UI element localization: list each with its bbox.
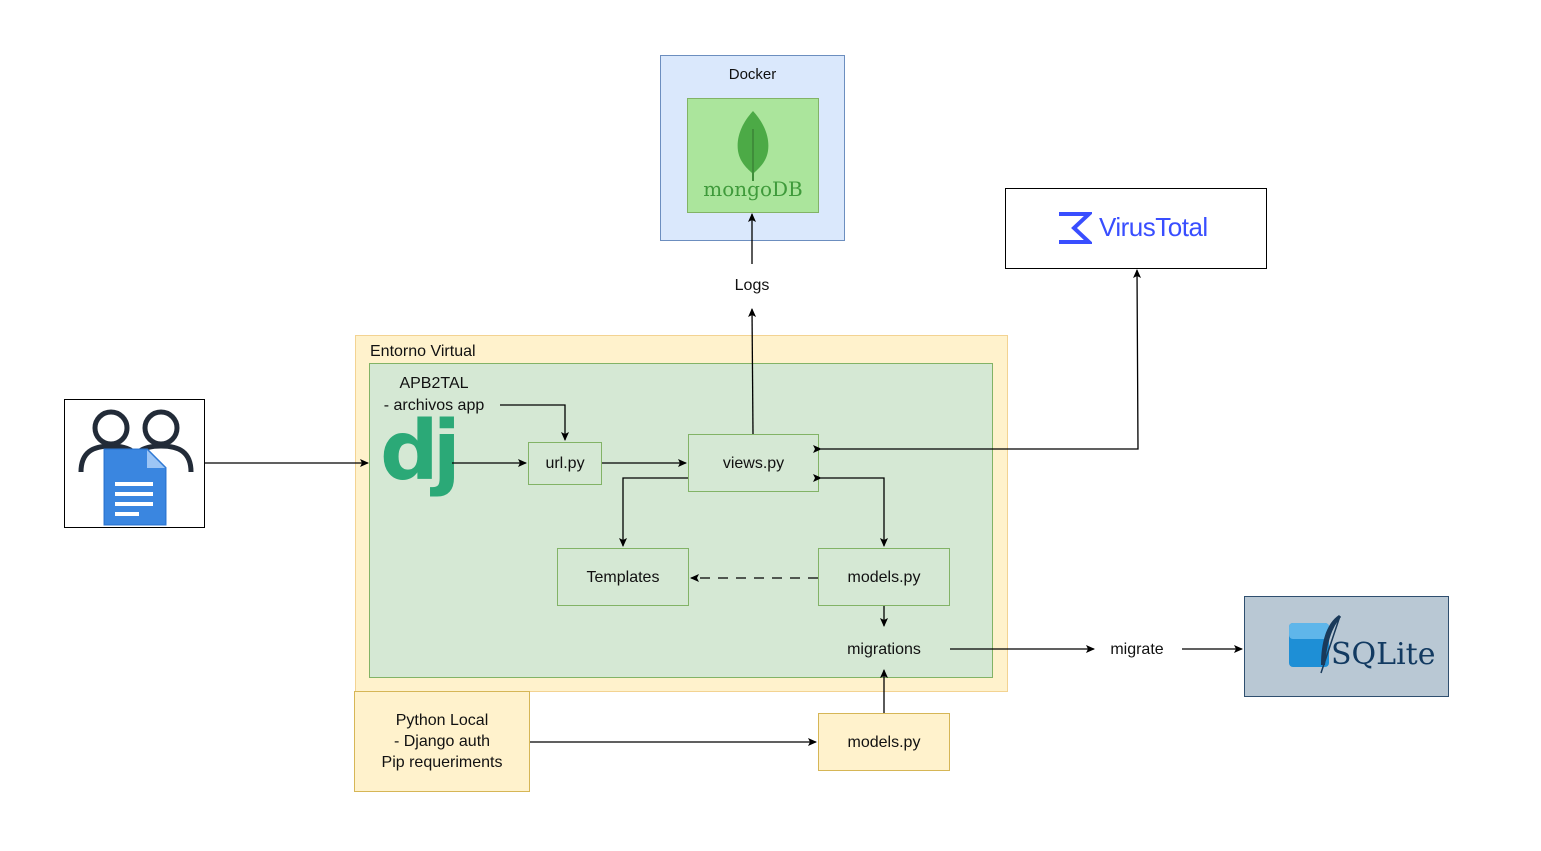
sqlite-wordmark: SQLite [1331, 637, 1436, 672]
users-box [64, 399, 205, 528]
mongodb-box: mongoDB [687, 98, 819, 213]
mongodb-leaf-icon [737, 111, 769, 181]
logs-label: Logs [734, 276, 770, 294]
edge-views-virustotal [813, 269, 1142, 453]
url-py-node: url.py [528, 442, 602, 485]
virustotal-wordmark: VirusTotal [1099, 212, 1208, 242]
python-local-line3: Pip requeriments [381, 754, 503, 771]
mongodb-wordmark: mongoDB [703, 177, 803, 201]
app-files-label: - archivos app [383, 397, 485, 414]
python-local-line2: - Django auth [393, 733, 491, 750]
app-name-label: APB2TAL [399, 375, 469, 392]
models-py-local-node: models.py [818, 713, 950, 771]
sqlite-feather-icon [1289, 615, 1341, 674]
docker-container: Docker mongoDB [660, 55, 845, 241]
edge-files-to-url [500, 404, 569, 441]
models-py-node: models.py [818, 548, 950, 606]
edge-views-to-templates [619, 477, 688, 547]
python-local-box: Python Local - Django auth Pip requerime… [354, 691, 530, 792]
migrations-label: migrations [847, 640, 921, 658]
views-py-node: views.py [688, 434, 819, 492]
virustotal-sigma-icon [1059, 212, 1092, 244]
virtual-environment-label: Entorno Virtual [370, 343, 476, 360]
docker-label: Docker [728, 66, 777, 83]
python-local-line1: Python Local [395, 712, 489, 729]
edge-views-models [813, 474, 888, 547]
document-icon [103, 448, 167, 526]
edge-views-to-logs [748, 308, 757, 435]
migrate-label: migrate [1110, 640, 1164, 658]
django-logo: dj [380, 404, 461, 499]
templates-node: Templates [557, 548, 689, 606]
sqlite-box: SQLite [1244, 596, 1449, 697]
virustotal-box: VirusTotal [1005, 188, 1267, 269]
